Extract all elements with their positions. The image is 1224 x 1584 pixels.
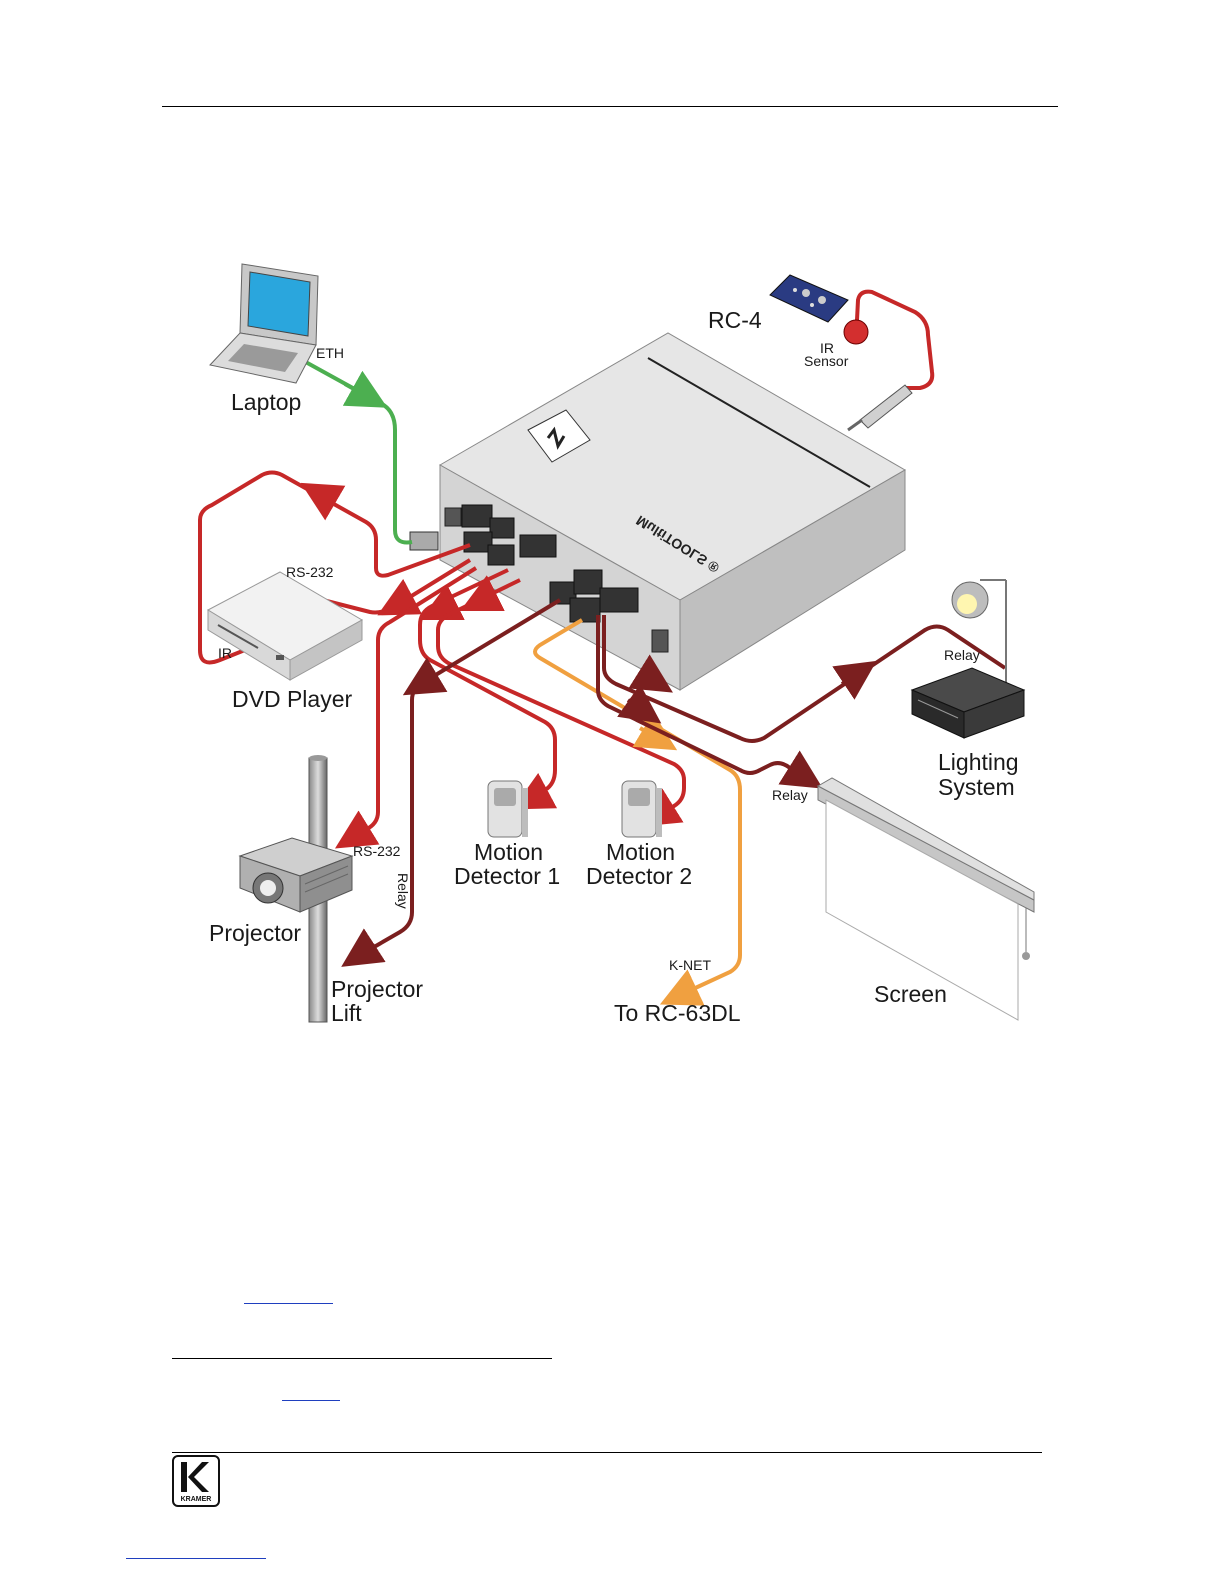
projector-icon xyxy=(240,838,352,912)
dvd-player-icon xyxy=(208,572,362,680)
motion-detector-1-label-1: Motion xyxy=(474,839,543,865)
motion-detector-2-label-2: Detector 2 xyxy=(586,863,692,889)
kramer-logo: KRAMER xyxy=(172,1455,220,1507)
lift-relay-arrow-2 xyxy=(420,676,435,685)
lighting-relay-label: Relay xyxy=(944,647,980,663)
ir-sensor-cable xyxy=(856,292,932,388)
lift-relay-arrow xyxy=(358,945,375,956)
footnote-rule xyxy=(172,1358,552,1359)
ir-sensor-label-2: Sensor xyxy=(804,353,849,369)
eth-arrow xyxy=(345,384,370,398)
screen-relay-arrow-2 xyxy=(790,768,806,778)
laptop-icon xyxy=(210,264,318,383)
dvd-player-label: DVD Player xyxy=(232,686,352,712)
projector-lift-label-1: Projector xyxy=(331,976,423,1002)
lift-relay-label: Relay xyxy=(395,873,411,909)
laptop-label: Laptop xyxy=(231,389,301,415)
hyperlink-underline-2[interactable] xyxy=(282,1400,340,1401)
audio-jack-icon xyxy=(848,385,912,430)
knet-label: K-NET xyxy=(669,957,711,973)
screen-label: Screen xyxy=(874,981,947,1007)
knet-arrow-2 xyxy=(678,988,695,996)
svg-text:KRAMER: KRAMER xyxy=(181,1496,212,1503)
ethernet-plug xyxy=(410,532,438,550)
footer-rule xyxy=(172,1452,1042,1453)
motion2-arrow-2 xyxy=(478,596,490,602)
lighting-system-label-2: System xyxy=(938,774,1015,800)
lighting-relay-arrow-2 xyxy=(842,672,860,684)
motion1-arrow-2 xyxy=(438,605,450,611)
eth-label: ETH xyxy=(316,345,344,361)
motion-detector-2-label-1: Motion xyxy=(606,839,675,865)
ethernet-port xyxy=(445,508,461,526)
multitools-unit: MultiTOOLS ® xyxy=(410,333,905,690)
projector-label: Projector xyxy=(209,920,301,946)
motion-detector-1-label-2: Detector 1 xyxy=(454,863,560,889)
lift-relay-cable xyxy=(355,600,560,958)
power-jack xyxy=(652,630,668,652)
lighting-system-label-1: Lighting xyxy=(938,749,1019,775)
screen-relay-label: Relay xyxy=(772,787,808,803)
motion-detector-1-icon xyxy=(488,781,528,837)
ir-sensor-icon xyxy=(844,320,868,344)
rc4-label: RC-4 xyxy=(708,307,762,333)
motion-detector-2-icon xyxy=(622,781,662,837)
projector-lift-label-2: Lift xyxy=(331,1000,362,1026)
rc4-remote-icon xyxy=(770,275,848,322)
footer-link-underline[interactable] xyxy=(126,1558,266,1559)
dvd-ir-label: IR xyxy=(218,645,232,661)
lighting-system-icon xyxy=(912,668,1024,738)
dvd-rs232-label: RS-232 xyxy=(286,564,334,580)
projector-rs232-label: RS-232 xyxy=(353,843,401,859)
hyperlink-underline-1[interactable] xyxy=(244,1303,333,1304)
rc63dl-label: To RC-63DL xyxy=(614,1000,741,1026)
